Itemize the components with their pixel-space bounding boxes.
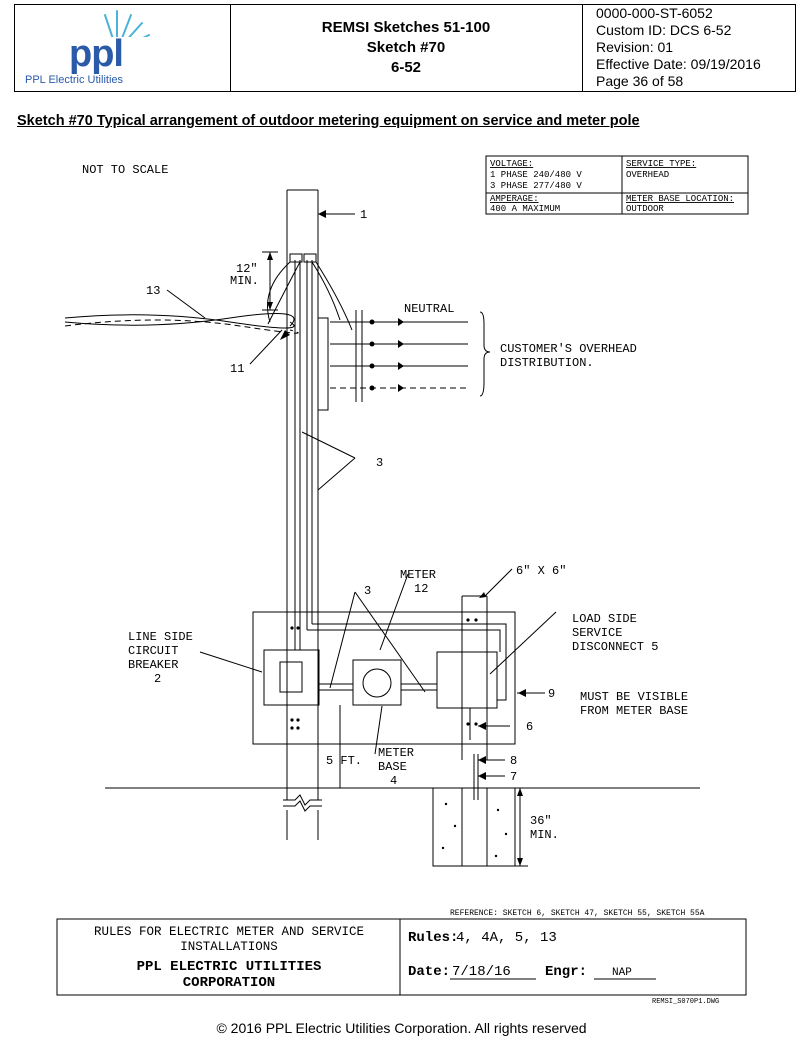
disconnect-box — [436, 651, 498, 709]
amperage-label: AMPERAGE: — [490, 194, 539, 204]
callout-7: 7 — [510, 770, 517, 784]
revision: Revision: 01 — [596, 39, 674, 55]
min-12-inch: 12" — [236, 262, 258, 276]
page-number: Page 36 of 58 — [596, 73, 684, 89]
header-title-3: 6-52 — [390, 59, 422, 76]
callout-1: 1 — [360, 208, 367, 222]
callout-3-upper: 3 — [376, 456, 383, 470]
sketch-title: Sketch #70 Typical arrangement of outdoo… — [17, 113, 640, 129]
meter-base-box — [352, 659, 402, 706]
line-side-label-1: LINE SIDE — [128, 630, 193, 644]
meter-label: METER — [400, 568, 436, 582]
meter-number: 12 — [414, 582, 428, 596]
ppl-logo-subtitle: PPL Electric Utilities — [25, 74, 124, 86]
service-type-value: OVERHEAD — [626, 170, 669, 180]
five-ft-label: 5 FT. — [326, 754, 362, 768]
load-side-label-3: DISCONNECT 5 — [572, 640, 658, 654]
title-rules-line-2: INSTALLATIONS — [180, 940, 278, 954]
voltage-1: 1 PHASE 240/480 V — [490, 170, 582, 180]
rules-label: Rules: — [408, 930, 458, 946]
rules-value: 4, 4A, 5, 13 — [456, 930, 557, 946]
custom-id: Custom ID: DCS 6-52 — [596, 22, 732, 38]
callout-13: 13 — [146, 284, 160, 298]
reference-note: REFERENCE: SKETCH 6, SKETCH 47, SKETCH 5… — [450, 909, 705, 918]
circuit-breaker-box — [263, 649, 320, 706]
customer-distribution-2: DISTRIBUTION. — [500, 356, 594, 370]
header-title-2: Sketch #70 — [366, 39, 446, 56]
must-be-visible-1: MUST BE VISIBLE — [580, 690, 688, 704]
meter-base-label-2: BASE — [378, 760, 407, 774]
meter-circle — [362, 668, 392, 698]
drawing-file-name: REMSI_S070P1.DWG — [652, 998, 719, 1006]
title-company-line-2: CORPORATION — [183, 975, 275, 991]
amperage-value: 400 A MAXIMUM — [490, 204, 560, 214]
engr-label: Engr: — [545, 964, 587, 980]
meta-cell: 0000-000-ST-6052 Custom ID: DCS 6-52 Rev… — [582, 5, 795, 91]
line-side-label-3: BREAKER — [128, 658, 178, 672]
copyright-notice: © 2016 PPL Electric Utilities Corporatio… — [216, 1020, 587, 1036]
callout-3-lower: 3 — [364, 584, 371, 598]
date-label: Date: — [408, 964, 450, 980]
voltage-2: 3 PHASE 277/480 V — [490, 181, 582, 191]
min-12-label: MIN. — [230, 274, 259, 288]
engr-value: NAP — [612, 967, 632, 979]
logo-cell: ppl PPL Electric Utilities — [15, 5, 231, 91]
must-be-visible-2: FROM METER BASE — [580, 704, 688, 718]
callout-9: 9 — [548, 687, 555, 701]
meter-base-location-value: OUTDOOR — [626, 204, 664, 214]
meter-base-label-1: METER — [378, 746, 414, 760]
service-type-label: SERVICE TYPE: — [626, 159, 696, 169]
line-side-label-4: 2 — [154, 672, 161, 686]
ppl-sunburst-icon — [87, 10, 177, 67]
not-to-scale-label: NOT TO SCALE — [82, 163, 168, 177]
ppl-logo-text: ppl — [69, 33, 124, 75]
customer-distribution-1: CUSTOMER'S OVERHEAD — [500, 342, 637, 356]
neutral-label: NEUTRAL — [404, 302, 454, 316]
load-side-label-2: SERVICE — [572, 626, 622, 640]
meter-base-label-3: 4 — [390, 774, 397, 788]
meter-base-location-label: METER BASE LOCATION: — [626, 194, 734, 204]
title-company-line-1: PPL ELECTRIC UTILITIES — [137, 959, 322, 975]
callout-8: 8 — [510, 754, 517, 768]
effective-date: Effective Date: 09/19/2016 — [596, 56, 761, 72]
callout-6: 6 — [526, 720, 533, 734]
title-cell: REMSI Sketches 51-100 Sketch #70 6-52 — [230, 5, 583, 91]
load-side-label-1: LOAD SIDE — [572, 612, 637, 626]
callout-11: 11 — [230, 362, 244, 376]
date-value: 7/18/16 — [452, 964, 511, 980]
depth-min-label: MIN. — [530, 828, 559, 842]
voltage-label: VOLTAGE: — [490, 159, 533, 169]
document-header: ppl PPL Electric Utilities REMSI Sketche… — [14, 4, 796, 92]
title-rules-line-1: RULES FOR ELECTRIC METER AND SERVICE — [94, 925, 364, 939]
post-size-label: 6" X 6" — [516, 564, 566, 578]
doc-number: 0000-000-ST-6052 — [596, 5, 713, 21]
header-title-1: REMSI Sketches 51-100 — [321, 19, 491, 36]
depth-36-inch: 36" — [530, 814, 552, 828]
line-side-label-2: CIRCUIT — [128, 644, 178, 658]
